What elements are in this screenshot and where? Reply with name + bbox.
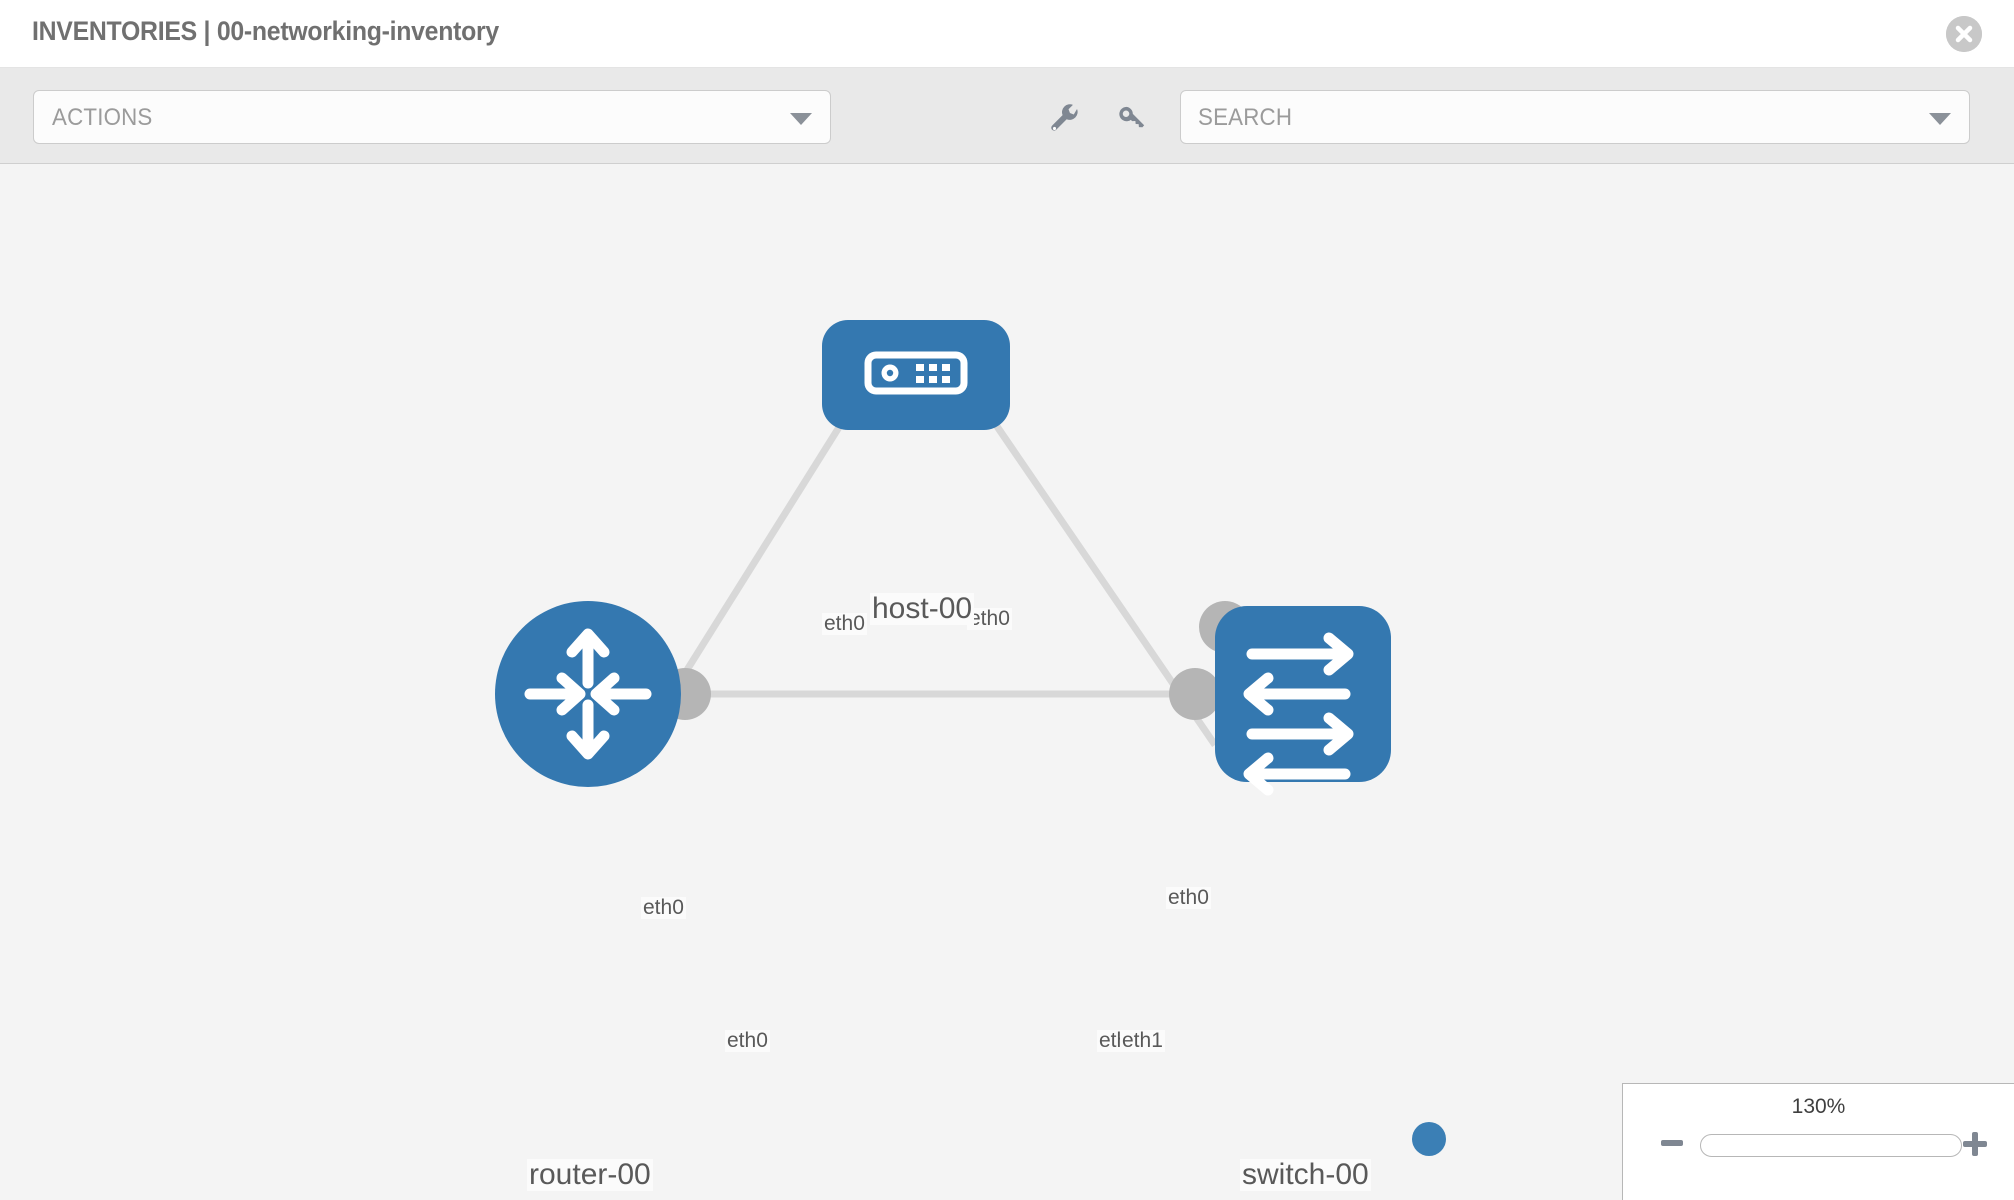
key-icon[interactable] [1113,102,1147,136]
iface-label: eth0 [1166,886,1211,910]
iface-label: eth1 [1120,1029,1165,1053]
chevron-down-icon[interactable] [1929,113,1951,125]
topology-canvas[interactable]: eth0 eth0 eth0 eth0 eth0 eth0 eth1 host-… [0,165,2014,1200]
node-name-label-router-00: router-00 [527,1158,653,1191]
zoom-percent-label: 130% [1791,1095,1846,1118]
port-marker [1169,668,1221,720]
page-title: INVENTORIES | 00-networking-inventory [32,16,499,46]
chevron-down-icon [790,113,812,125]
close-icon[interactable] [1946,16,1982,52]
plus-icon[interactable] [1961,1130,1989,1163]
search-placeholder: SEARCH [1198,104,1293,131]
topology-graph [495,320,1391,796]
search-input[interactable]: SEARCH [1180,90,1970,144]
iface-label: eth0 [967,607,1012,631]
zoom-slider-thumb[interactable] [1412,1122,1446,1156]
page-header: INVENTORIES | 00-networking-inventory [0,0,2014,68]
toolbar: ACTIONS SEARCH [0,68,2014,164]
node-name-label-host-00: host-00 [870,592,975,625]
zoom-control-panel: 130% [1622,1083,2014,1200]
node-name-label-switch-00: switch-00 [1240,1158,1371,1191]
link-host00-switch00 [952,363,1218,747]
zoom-slider[interactable] [1700,1134,1962,1157]
node-host-00 [822,320,1010,430]
minus-icon[interactable] [1659,1130,1685,1161]
actions-dropdown-label: ACTIONS [52,104,153,131]
iface-label: eth0 [822,612,867,636]
node-router-00 [495,601,681,787]
iface-label: eth0 [725,1029,770,1053]
iface-label: eth0 [641,896,686,920]
node-switch-00 [1215,606,1391,796]
wrench-icon[interactable] [1047,102,1081,136]
actions-dropdown[interactable]: ACTIONS [33,90,831,144]
